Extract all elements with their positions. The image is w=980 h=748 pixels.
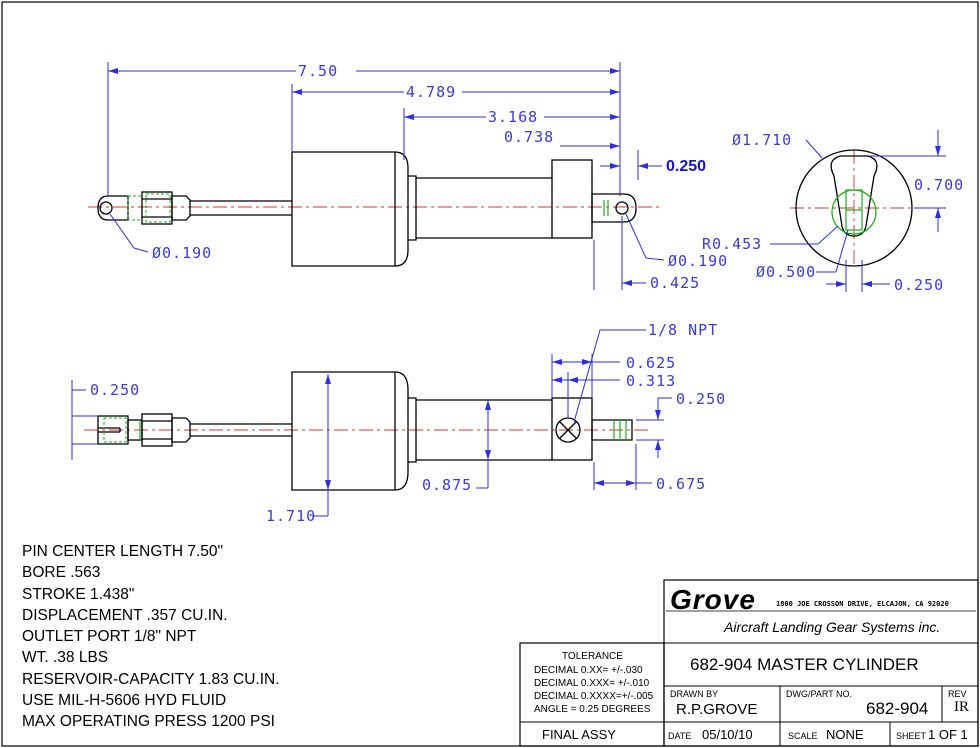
top-dimensions: 7.50 4.789 3.168 0.738 0.250 Ø0.190 Ø0.1… bbox=[107, 62, 728, 292]
company-logo: Grove bbox=[670, 584, 756, 615]
tolerance-line-1: DECIMAL 0.XX= +/-.030 bbox=[534, 665, 643, 676]
dim-body-to-end: 4.789 bbox=[406, 83, 456, 101]
dim-neck-dia: 0.875 bbox=[422, 476, 472, 494]
dim-flange-height: 0.700 bbox=[914, 176, 964, 194]
revision: IR bbox=[954, 699, 969, 715]
company-address: 1800 JOE CROSSON DRIVE, ELCAJON, CA 9202… bbox=[776, 600, 949, 608]
top-view bbox=[88, 151, 660, 267]
note-max-pressure: MAX OPERATING PRESS 1200 PSI bbox=[22, 713, 275, 731]
side-rod-end bbox=[591, 419, 633, 441]
note-displacement: DISPLACEMENT .357 CU.IN. bbox=[22, 606, 228, 624]
dim-body-height: 1.710 bbox=[266, 507, 316, 525]
dim-port-thread: 1/8 NPT bbox=[648, 321, 718, 339]
note-pin-center: PIN CENTER LENGTH 7.50" bbox=[22, 543, 224, 560]
right-pin-hole bbox=[615, 201, 629, 215]
assembly-type: FINAL ASSY bbox=[542, 727, 616, 742]
side-body bbox=[291, 371, 409, 491]
sheet-label: SHEET bbox=[896, 731, 927, 741]
side-port-block bbox=[551, 397, 593, 461]
dim-clevis-width: 0.250 bbox=[90, 381, 140, 399]
left-clevis-hidden bbox=[127, 195, 143, 221]
dim-left-hole: Ø0.190 bbox=[152, 244, 212, 262]
note-weight: WT. .38 LBS bbox=[22, 649, 109, 667]
date-label: DATE bbox=[668, 731, 692, 741]
part-number: 682-904 bbox=[866, 699, 929, 718]
dim-port-offset-a: 0.625 bbox=[626, 354, 676, 372]
dim-end-offset: 0.250 bbox=[666, 158, 706, 175]
right-clevis bbox=[591, 193, 637, 223]
note-fluid: USE MIL-H-5606 HYD FLUID bbox=[22, 692, 227, 710]
dim-rod-end-width: 0.250 bbox=[676, 390, 726, 408]
tolerance-line-4: ANGLE = 0.25 DEGREES bbox=[534, 704, 651, 715]
dim-slot-width: 0.250 bbox=[894, 276, 944, 294]
drawn-by-label: DRAWN BY bbox=[670, 689, 719, 699]
note-reservoir: RESERVOIR-CAPACITY 1.83 CU.IN. bbox=[22, 670, 280, 688]
dim-rod-offset: 3.168 bbox=[488, 108, 538, 126]
dim-end-to-hole: 0.425 bbox=[650, 274, 700, 292]
port-block bbox=[551, 159, 593, 239]
dim-block-offset: 0.738 bbox=[504, 128, 554, 146]
dim-port-offset-b: 0.313 bbox=[626, 372, 676, 390]
tolerance-title: TOLERANCE bbox=[562, 651, 623, 662]
dim-right-hole: Ø0.190 bbox=[668, 252, 728, 270]
dim-bore-dia: Ø0.500 bbox=[756, 263, 816, 281]
note-outlet-port: OUTLET PORT 1/8" NPT bbox=[22, 628, 197, 646]
cylinder-body bbox=[291, 151, 409, 267]
scale-value: NONE bbox=[826, 727, 864, 742]
company-tagline: Aircraft Landing Gear Systems inc. bbox=[724, 619, 941, 635]
side-dimensions: 0.250 1.710 0.875 0.625 0.313 1/8 NPT 0.… bbox=[71, 321, 726, 525]
rev-label: REV bbox=[948, 689, 967, 699]
dim-overall-length: 7.50 bbox=[298, 62, 338, 80]
dim-flange-radius: R0.453 bbox=[702, 235, 762, 253]
side-view bbox=[84, 371, 650, 491]
tolerance-line-2: DECIMAL 0.XXX= +/-.010 bbox=[534, 678, 650, 689]
left-pin-hole bbox=[99, 201, 113, 215]
end-flange bbox=[795, 149, 913, 267]
drawn-by: R.P.GROVE bbox=[676, 701, 758, 718]
title-block-frame bbox=[519, 579, 979, 747]
note-stroke: STROKE 1.438" bbox=[22, 585, 135, 603]
end-view bbox=[790, 149, 920, 267]
dim-block-height: 0.675 bbox=[656, 475, 706, 493]
end-dimensions: Ø1.710 0.700 R0.453 Ø0.500 0.250 bbox=[702, 130, 964, 294]
end-lobe bbox=[830, 155, 878, 237]
general-notes: PIN CENTER LENGTH 7.50" BORE .563 STROKE… bbox=[22, 541, 280, 733]
side-clevis bbox=[97, 415, 129, 445]
drawing-title: 682-904 MASTER CYLINDER bbox=[690, 655, 919, 674]
tolerance-line-3: DECIMAL 0.XXXX=+/-.005 bbox=[534, 691, 654, 702]
left-jam-nut bbox=[171, 195, 191, 221]
part-no-label: DWG/PART NO. bbox=[786, 689, 853, 699]
scale-label: SCALE bbox=[788, 731, 818, 741]
date-value: 05/10/10 bbox=[702, 727, 753, 742]
dim-flange-dia: Ø1.710 bbox=[732, 131, 792, 149]
note-bore: BORE .563 bbox=[22, 564, 101, 582]
left-clevis bbox=[97, 195, 129, 221]
sheet-value: 1 OF 1 bbox=[928, 727, 968, 742]
